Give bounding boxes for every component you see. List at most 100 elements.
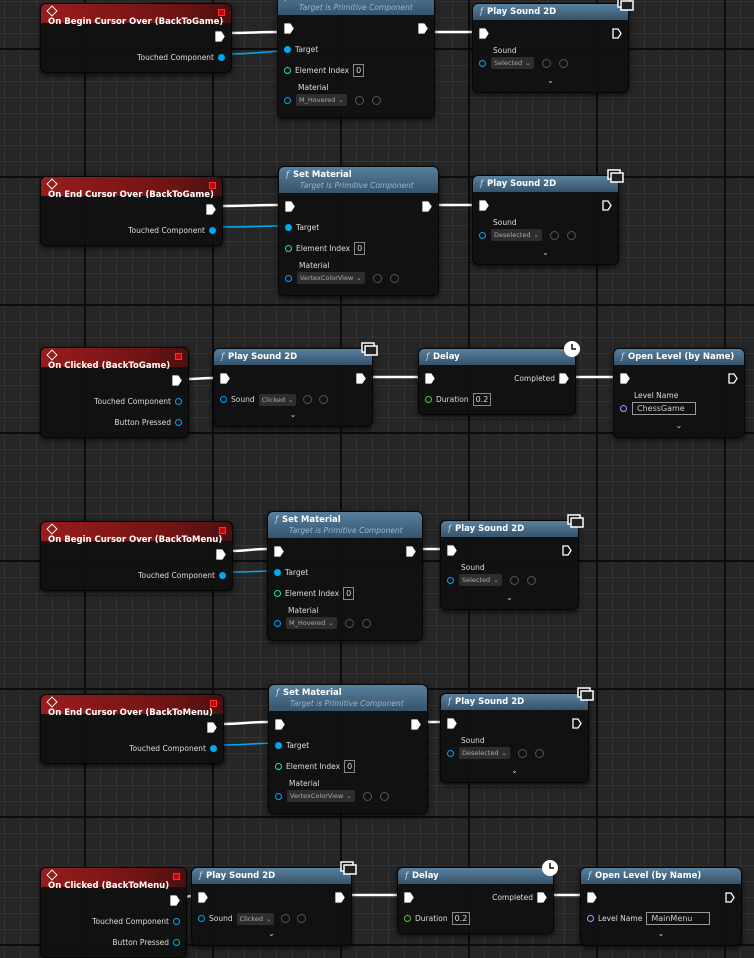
exec-out-pin[interactable] <box>411 719 421 730</box>
material-pin[interactable] <box>274 619 281 627</box>
expand-advanced-chevron-icon[interactable]: ⌄ <box>657 929 665 938</box>
input-pin[interactable]: Target <box>284 45 318 54</box>
output-pin[interactable] <box>335 892 345 903</box>
exec-in-pin[interactable] <box>285 201 295 212</box>
pin-value-input[interactable]: 0 <box>354 242 366 255</box>
touched-component-pin[interactable] <box>219 572 226 579</box>
output-pin[interactable]: Button Pressed <box>112 938 180 947</box>
node-header[interactable]: On Clicked (BackToMenu) <box>41 868 186 891</box>
node-header[interactable]: On Begin Cursor Over (BackToGame) <box>41 4 231 27</box>
material-pin[interactable] <box>275 792 282 800</box>
output-delegate-icon[interactable] <box>175 353 182 360</box>
output-pin[interactable]: Completed <box>514 373 569 384</box>
event-node-on-clicked-backtomenu[interactable]: On Clicked (BackToMenu) Touched Component… <box>40 867 187 958</box>
asset-select[interactable]: Deselected⌄ <box>491 229 542 241</box>
output-pin[interactable]: Touched Component <box>128 226 216 235</box>
pin-value-input[interactable]: 0 <box>343 587 355 600</box>
asset-select[interactable]: Clicked⌄ <box>236 912 275 925</box>
use-selected-asset-icon[interactable] <box>517 748 527 758</box>
event-node-on-begin-cursor-over-backtomenu[interactable]: On Begin Cursor Over (BackToMenu)Touched… <box>40 521 233 591</box>
output-pin[interactable]: Touched Component <box>92 917 180 926</box>
sound-pin[interactable] <box>479 59 486 67</box>
target-pin[interactable] <box>285 224 292 231</box>
asset-select[interactable]: Selected⌄ <box>491 57 534 69</box>
output-pin[interactable] <box>215 31 225 42</box>
touched-component-pin[interactable] <box>209 227 216 234</box>
input-pin[interactable] <box>447 545 457 556</box>
expand-advanced-chevron-icon[interactable]: ⌄ <box>675 421 683 430</box>
exec-in-pin[interactable] <box>198 892 208 903</box>
output-pin[interactable] <box>562 545 572 556</box>
exec-out-pin[interactable] <box>406 546 416 557</box>
element-index-pin[interactable] <box>275 763 282 770</box>
output-delegate-icon[interactable] <box>219 527 226 534</box>
output-delegate-icon[interactable] <box>218 9 225 16</box>
exec-out-pin[interactable] <box>422 201 432 212</box>
input-pin[interactable] <box>198 892 208 903</box>
element-index-pin[interactable] <box>284 67 291 74</box>
output-pin[interactable] <box>170 895 180 906</box>
event-node-on-end-cursor-over-backtogame[interactable]: On End Cursor Over (BackToGame) Touched C… <box>40 176 223 246</box>
input-pin[interactable] <box>220 373 230 384</box>
sound-pin[interactable] <box>447 749 454 757</box>
use-selected-asset-icon[interactable] <box>372 273 382 283</box>
exec-out-pin[interactable] <box>559 373 569 384</box>
sound-pin[interactable] <box>220 396 227 403</box>
exec-out-pin[interactable] <box>418 23 428 34</box>
output-pin[interactable] <box>418 23 428 34</box>
exec-out-pin[interactable] <box>215 31 225 42</box>
node-header[interactable]: On End Cursor Over (BackToGame) <box>41 177 222 200</box>
input-pin[interactable] <box>275 719 285 730</box>
browse-asset-icon[interactable] <box>379 791 389 801</box>
exec-in-pin[interactable] <box>275 719 285 730</box>
input-pin[interactable]: Target <box>275 741 309 750</box>
pin-value-input[interactable]: 0 <box>353 64 365 77</box>
exec-in-pin[interactable] <box>404 892 414 903</box>
exec-in-pin[interactable] <box>587 892 597 903</box>
browse-asset-icon[interactable] <box>558 58 568 68</box>
expand-advanced-chevron-icon[interactable]: ⌄ <box>511 766 518 775</box>
input-pin[interactable]: Target <box>285 223 319 232</box>
browse-asset-icon[interactable] <box>534 748 544 758</box>
material-pin[interactable] <box>285 274 292 282</box>
pin-value-input[interactable]: 0.2 <box>451 912 471 925</box>
exec-in-pin[interactable] <box>284 23 294 34</box>
output-pin[interactable] <box>725 892 735 903</box>
input-pin[interactable] <box>285 201 295 212</box>
element-index-pin[interactable] <box>285 245 292 252</box>
output-pin[interactable] <box>602 200 612 211</box>
exec-out-pin[interactable] <box>602 200 612 211</box>
exec-in-pin[interactable] <box>620 373 630 384</box>
asset-select[interactable]: VertexColorView⌄ <box>287 790 355 802</box>
use-selected-asset-icon[interactable] <box>303 395 313 404</box>
exec-out-pin[interactable] <box>572 718 582 729</box>
input-pin[interactable] <box>447 718 457 729</box>
output-pin[interactable]: Completed <box>492 892 547 903</box>
target-pin[interactable] <box>275 742 282 749</box>
exec-wire[interactable] <box>229 30 278 35</box>
exec-in-pin[interactable] <box>425 373 435 384</box>
exec-out-pin[interactable] <box>728 373 738 384</box>
input-pin[interactable] <box>479 28 489 39</box>
asset-select[interactable]: M_Hovered⌄ <box>296 94 347 106</box>
output-pin[interactable]: Touched Component <box>94 397 182 406</box>
